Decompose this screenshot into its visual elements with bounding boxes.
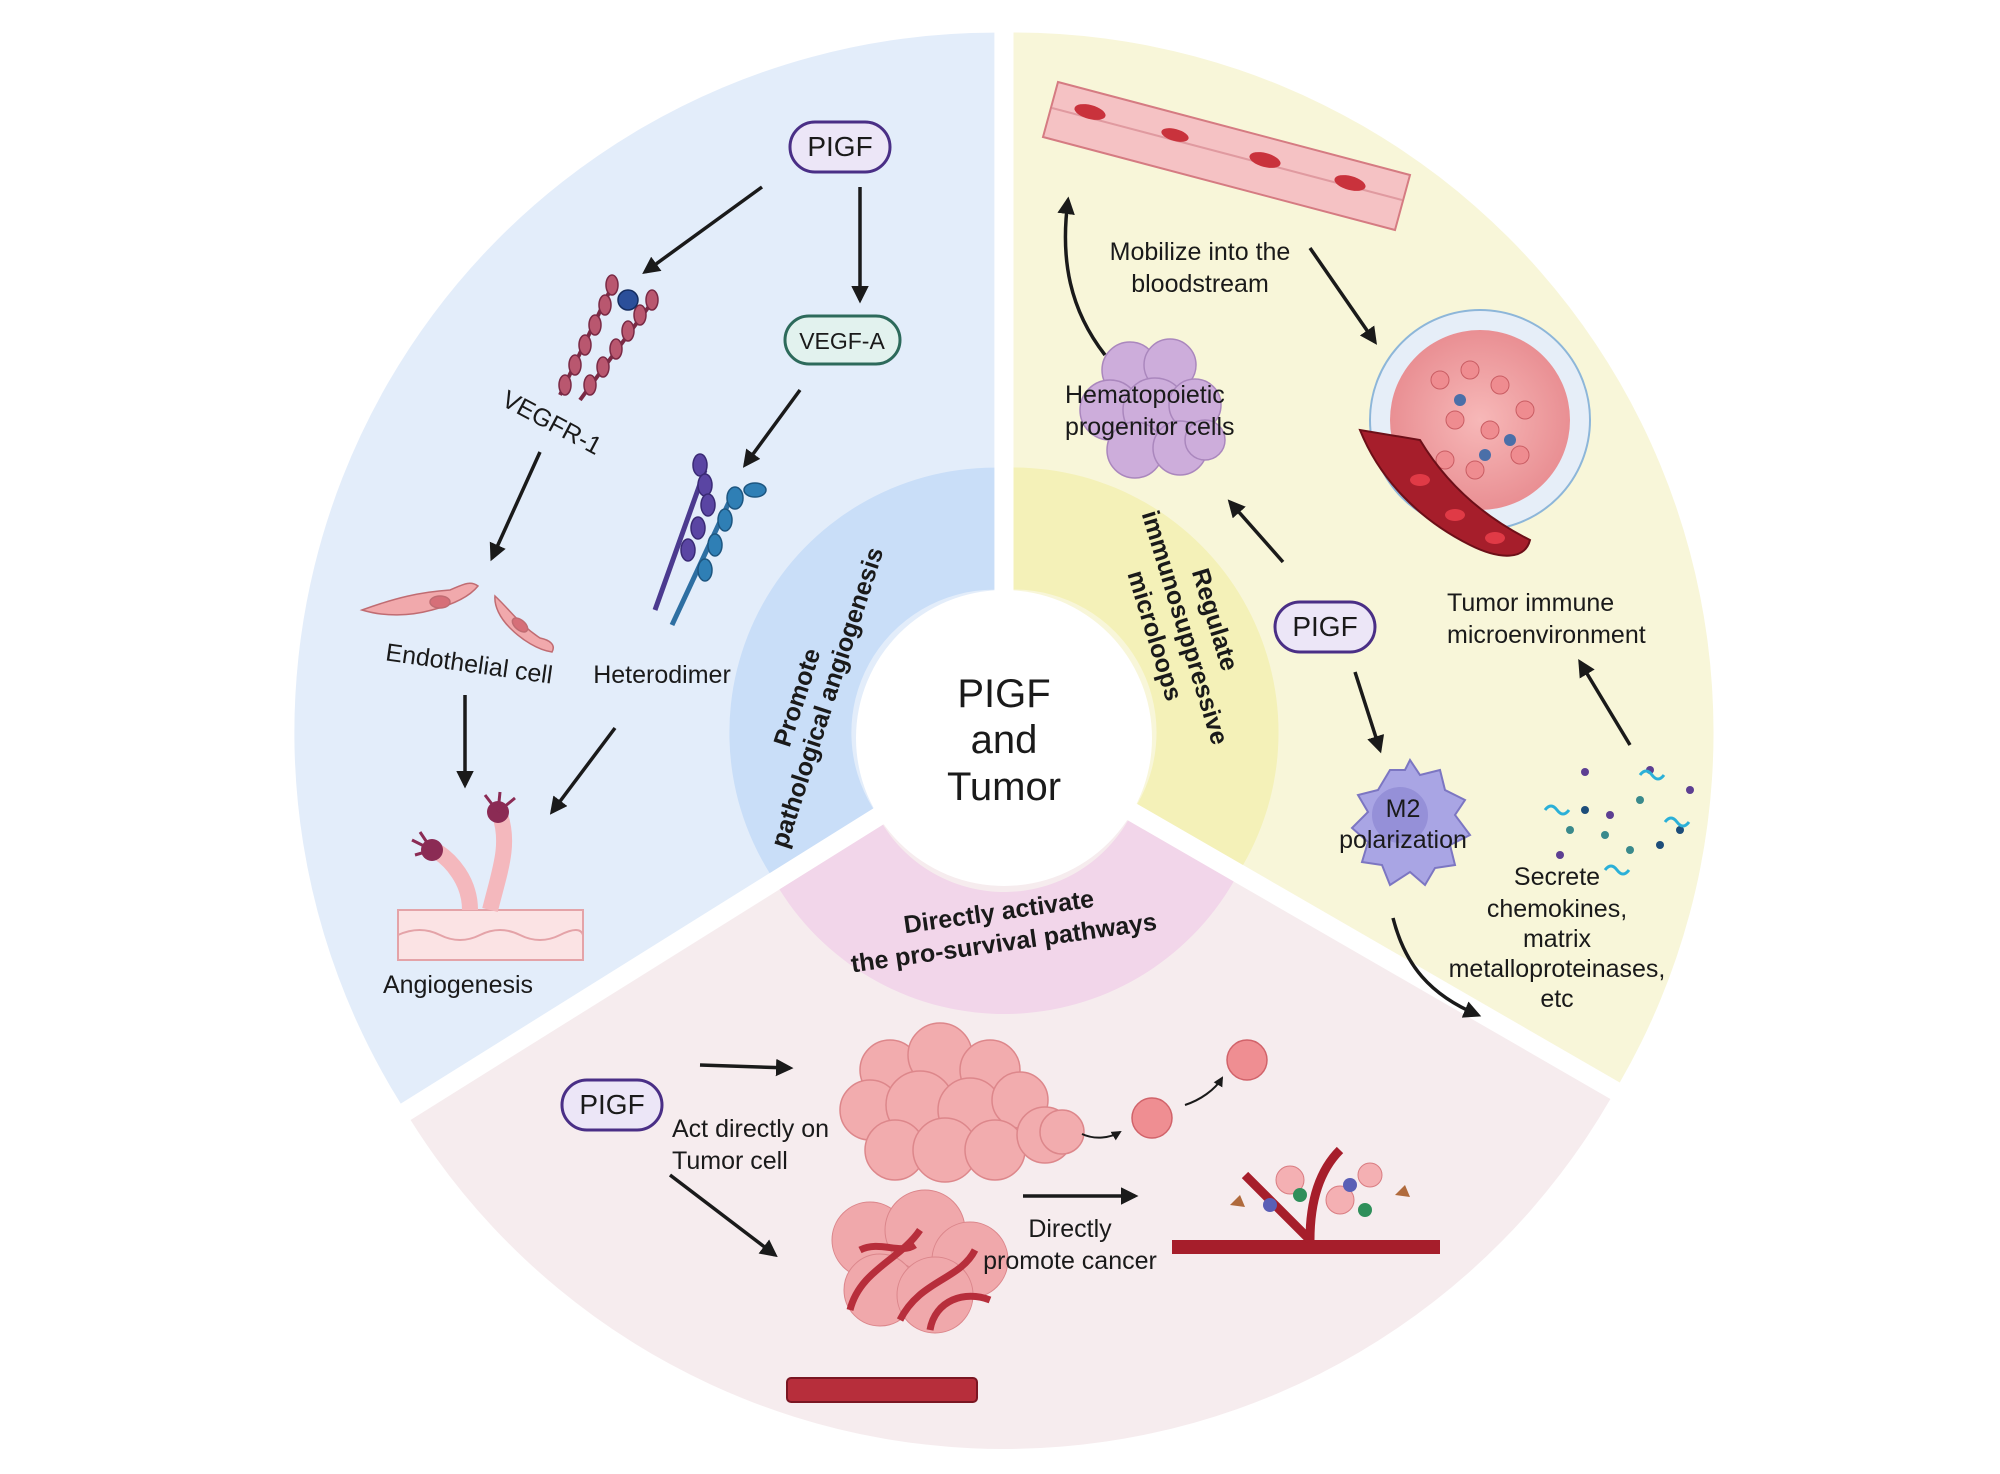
immune-arrows bbox=[1057, 196, 1632, 1018]
secrete-line-4: metalloproteinases, bbox=[1449, 955, 1666, 983]
mobilize-label: Mobilize into the bloodstream bbox=[1110, 238, 1291, 298]
angiogenesis-arrows bbox=[456, 185, 869, 815]
migrating-tumor-cells-icon bbox=[1131, 1039, 1268, 1139]
angio-pigf-pill: PIGF bbox=[788, 120, 892, 174]
arrow-hpc-to-bloodstream bbox=[1057, 196, 1107, 357]
act-line-2: Tumor cell bbox=[672, 1147, 788, 1175]
heterodimer-receptor-icon bbox=[652, 453, 767, 627]
angiogenesis-label: Angiogenesis bbox=[383, 971, 533, 999]
mobilize-line-2: bloodstream bbox=[1131, 270, 1269, 298]
arrow-pigf-to-m2 bbox=[1353, 671, 1385, 754]
secrete-line-3: matrix bbox=[1523, 925, 1592, 953]
tumor-cluster-icon bbox=[839, 1022, 1085, 1183]
hpc-line-1: Hematopoietic bbox=[1065, 381, 1225, 409]
center-line-3: Tumor bbox=[947, 765, 1061, 809]
blood-vessel-icon bbox=[1041, 80, 1412, 232]
chemokines-icon bbox=[1543, 766, 1694, 876]
center-title: PIGF and Tumor bbox=[947, 672, 1061, 809]
arrow-pigf-to-tumor bbox=[699, 1058, 794, 1077]
arrow-heterodimer-to-angiogenesis bbox=[549, 726, 617, 815]
tme-label: Tumor immune microenvironment bbox=[1447, 589, 1646, 649]
secrete-line-1: Secrete bbox=[1514, 863, 1600, 891]
act-label: Act directly on Tumor cell bbox=[672, 1115, 829, 1175]
m2-line-2: polarization bbox=[1339, 826, 1467, 854]
center-line-2: and bbox=[971, 718, 1038, 762]
immune-pigf-label: PIGF bbox=[1292, 611, 1357, 642]
secrete-line-2: chemokines, bbox=[1487, 895, 1627, 923]
angio-pigf-label: PIGF bbox=[807, 131, 872, 162]
tme-line-1: Tumor immune bbox=[1447, 589, 1614, 617]
m2-label: M2 polarization bbox=[1339, 795, 1467, 854]
arrow-tumor-migration-2 bbox=[1184, 1076, 1224, 1106]
survival-pigf-pill: PIGF bbox=[560, 1078, 664, 1132]
immune-pigf-pill: PIGF bbox=[1273, 600, 1377, 654]
endothelial-cells-icon bbox=[359, 582, 554, 653]
immune-ring-band bbox=[1013, 467, 1279, 865]
promote-label: Directly promote cancer bbox=[983, 1215, 1157, 1275]
arrow-pigf-to-vasculature bbox=[668, 1173, 778, 1258]
arrow-secrete-to-tme bbox=[1578, 659, 1632, 746]
secrete-label: Secrete chemokines, matrix metalloprotei… bbox=[1449, 863, 1666, 1013]
act-line-1: Act directly on bbox=[672, 1115, 829, 1143]
angiogenesis-ring-band bbox=[729, 467, 995, 874]
tumor-microenvironment-icon bbox=[1358, 309, 1591, 557]
arrow-pigf-to-hpc bbox=[1227, 499, 1285, 564]
arrow-vegfa-to-heterodimer bbox=[742, 388, 802, 468]
secrete-line-5: etc bbox=[1540, 985, 1573, 1013]
hpc-line-2: progenitor cells bbox=[1065, 413, 1235, 441]
tumor-vasculature-icon bbox=[786, 1189, 1009, 1403]
arrow-vegfr1-to-endothelial bbox=[489, 451, 542, 562]
center-line-1: PIGF bbox=[957, 672, 1050, 716]
mobilize-line-1: Mobilize into the bbox=[1110, 238, 1291, 266]
promote-line-2: promote cancer bbox=[983, 1247, 1157, 1275]
heterodimer-label: Heterodimer bbox=[593, 661, 731, 689]
arrow-m2-to-secrete bbox=[1391, 917, 1482, 1018]
hpc-label: Hematopoietic progenitor cells bbox=[1065, 381, 1235, 441]
vegfr1-receptor-icon bbox=[558, 274, 659, 402]
metastasis-vessel-icon bbox=[1172, 1146, 1440, 1254]
m2-macrophage-icon bbox=[1350, 758, 1472, 887]
vegfa-label: VEGF-A bbox=[799, 328, 885, 354]
m2-line-1: M2 bbox=[1386, 795, 1421, 823]
arrow-bloodstream-to-tme bbox=[1308, 247, 1377, 345]
hematopoietic-cells-icon bbox=[1079, 338, 1226, 479]
survival-arrows bbox=[668, 1058, 1224, 1258]
survival-ring-band bbox=[779, 820, 1234, 1014]
angiogenesis-vessel-icon bbox=[397, 791, 584, 961]
arrow-pigf-to-vegfr1 bbox=[642, 185, 764, 275]
arrow-tumor-migration-1 bbox=[1081, 1130, 1122, 1141]
vegfa-pill: VEGF-A bbox=[783, 314, 902, 366]
tme-line-2: microenvironment bbox=[1447, 621, 1646, 649]
center-disc bbox=[856, 590, 1152, 886]
promote-line-1: Directly bbox=[1028, 1215, 1112, 1243]
survival-pigf-label: PIGF bbox=[579, 1089, 644, 1120]
